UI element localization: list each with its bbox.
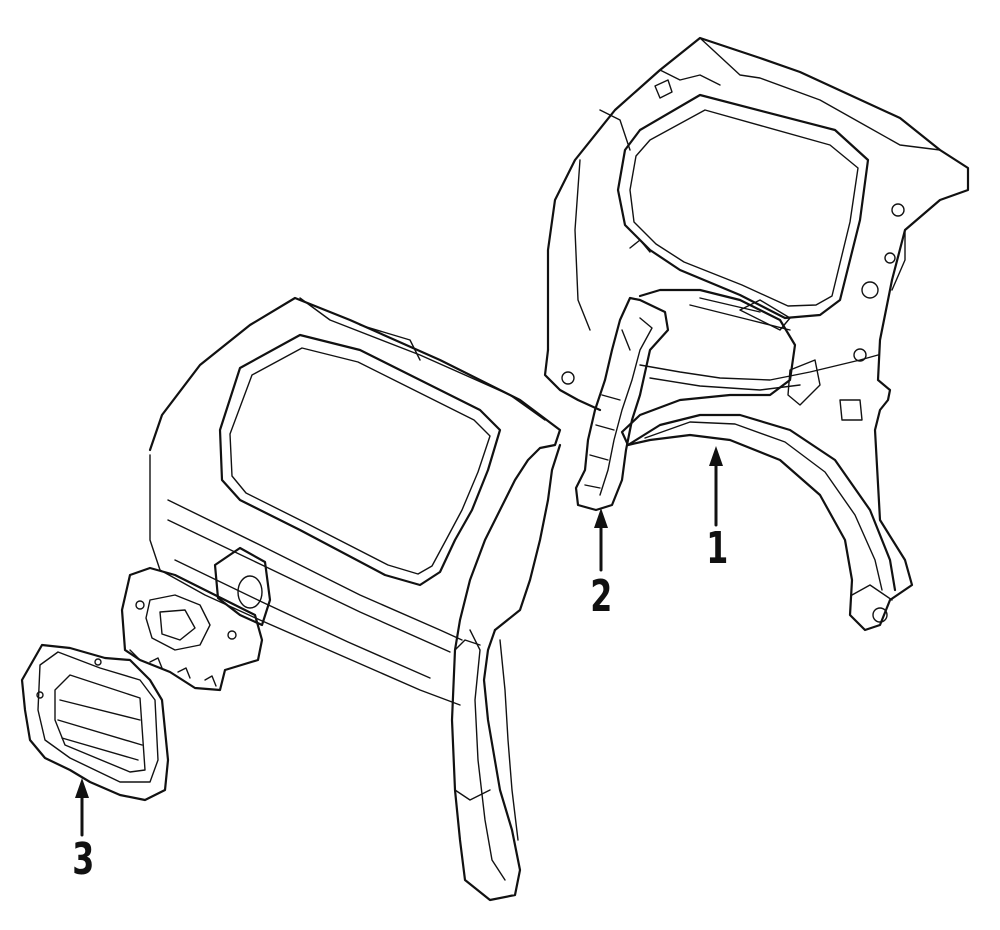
part-2-reinforcement-bracket	[574, 296, 670, 512]
callout-3-label: 3	[72, 834, 95, 885]
fuel-pocket-mount-plate	[120, 566, 264, 692]
leader-arrow-1	[709, 446, 723, 527]
outer-quarter-panel	[148, 296, 562, 902]
callout-1-label: 1	[706, 523, 729, 574]
leader-arrow-2	[594, 508, 608, 572]
leader-arrow-3	[75, 778, 89, 837]
part-1-inner-quarter-panel	[543, 36, 970, 632]
part-3-fuel-filler-housing	[20, 643, 170, 802]
callout-2-label: 2	[590, 571, 613, 622]
